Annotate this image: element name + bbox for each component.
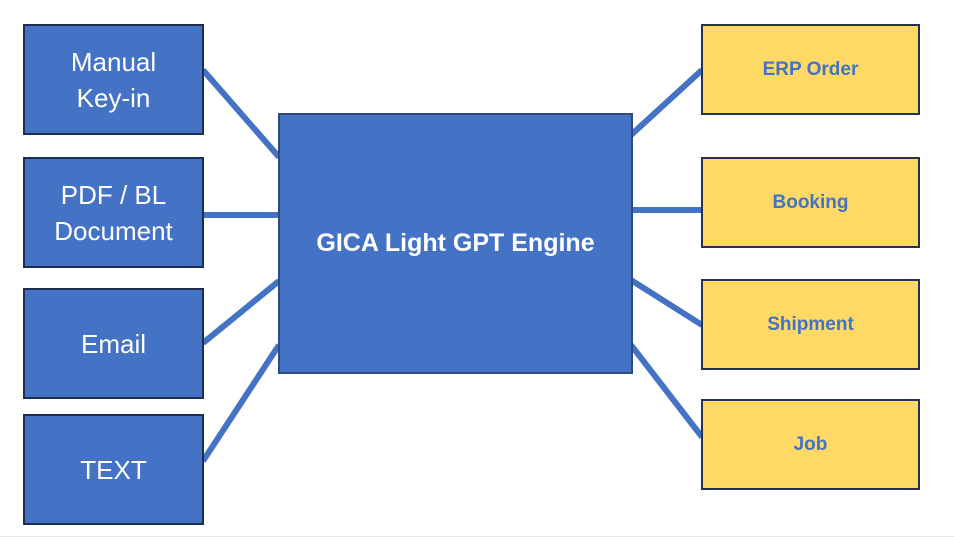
input-manual-key-in: Manual Key-in (23, 24, 204, 135)
output-job: Job (701, 399, 920, 490)
output-label: Shipment (767, 313, 854, 335)
connector-engine-to-erp (628, 67, 705, 138)
gpt-engine-box: GICA Light GPT Engine (278, 113, 633, 374)
connector-engine-to-job (628, 343, 705, 439)
output-label: Booking (772, 191, 849, 213)
input-label: PDF / BL Document (54, 179, 173, 246)
output-booking: Booking (701, 157, 920, 248)
output-label: Job (793, 433, 828, 455)
connector-text-to-engine (200, 343, 282, 463)
input-label: Email (80, 328, 146, 359)
engine-label: GICA Light GPT Engine (316, 229, 595, 257)
divider (0, 536, 954, 537)
input-label: TEXT (80, 454, 147, 485)
input-email: Email (23, 288, 204, 399)
output-label: ERP Order (762, 58, 859, 80)
input-label: Manual Key-in (70, 46, 157, 113)
connector-engine-to-shipment (629, 277, 704, 328)
output-shipment: Shipment (701, 279, 920, 370)
input-pdf-bl-document: PDF / BL Document (23, 157, 204, 268)
connector-email-to-engine (201, 278, 281, 346)
output-erp-order: ERP Order (701, 24, 920, 115)
input-text: TEXT (23, 414, 204, 525)
connector-manual-to-engine (200, 68, 282, 159)
